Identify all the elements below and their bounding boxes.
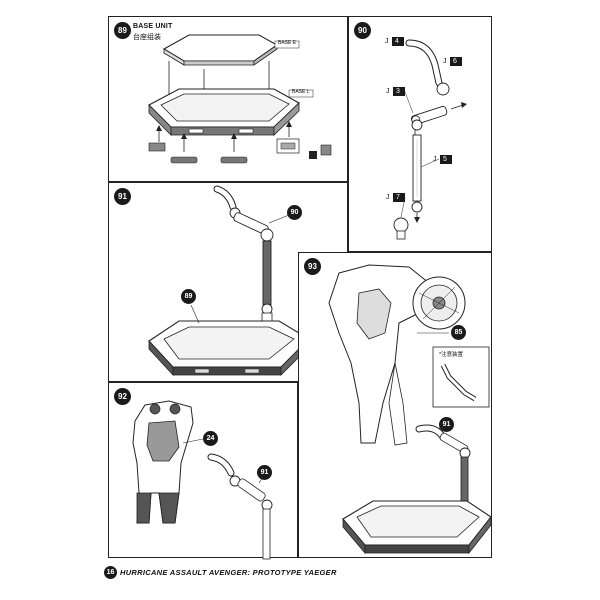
- step-89-panel: 89 BASE UNIT 台座组装: [108, 16, 348, 182]
- part-j5-prefix: J: [433, 156, 437, 163]
- stand-arm-diagram: [392, 37, 467, 240]
- step-90-badge: 90: [354, 22, 371, 39]
- part-j3-label: 3: [396, 88, 400, 95]
- base-unit-diagram: [148, 34, 332, 164]
- part-j5-label: 5: [443, 156, 447, 163]
- part-j3-prefix: J: [386, 88, 390, 95]
- step-91-badge: 91: [114, 188, 131, 205]
- callout-85: 85: [451, 325, 466, 340]
- step-93-badge: 93: [304, 258, 321, 275]
- callout-91-s93: 91: [439, 417, 454, 432]
- callout-91-s92: 91: [257, 465, 272, 480]
- page-footer: 16 HURRICANE ASSAULT AVENGER: PROTOTYPE …: [104, 566, 337, 579]
- figure-on-stand-diagram: [132, 400, 273, 560]
- part-j4-label: 4: [395, 38, 399, 45]
- callout-24: 24: [203, 431, 218, 446]
- step-90-panel: 90: [348, 16, 492, 252]
- step-93-panel: 93: [298, 252, 492, 558]
- robot-figure-on-stand: [328, 264, 492, 555]
- callout-89: 89: [181, 289, 196, 304]
- product-name: HURRICANE ASSAULT AVENGER: PROTOTYPE YAE…: [120, 568, 337, 577]
- step-92-badge: 92: [114, 388, 131, 405]
- base-l-label: BASE L: [292, 89, 310, 95]
- part-j6-prefix: J: [443, 58, 447, 65]
- callout-90: 90: [287, 205, 302, 220]
- step-89-title: BASE UNIT: [133, 23, 173, 30]
- part-j6-label: 6: [453, 58, 457, 65]
- step-89-badge: 89: [114, 22, 131, 39]
- part-j4-prefix: J: [385, 38, 389, 45]
- part-j7-prefix: J: [386, 194, 390, 201]
- part-j7-label: 7: [396, 194, 400, 201]
- page-number: 16: [104, 566, 117, 579]
- step-89-subtitle: 台座组装: [133, 34, 161, 41]
- caution-note: *注意装置: [439, 352, 464, 358]
- base-e-label: BASE E: [278, 40, 297, 46]
- step-92-panel: 92 24 91: [108, 382, 298, 560]
